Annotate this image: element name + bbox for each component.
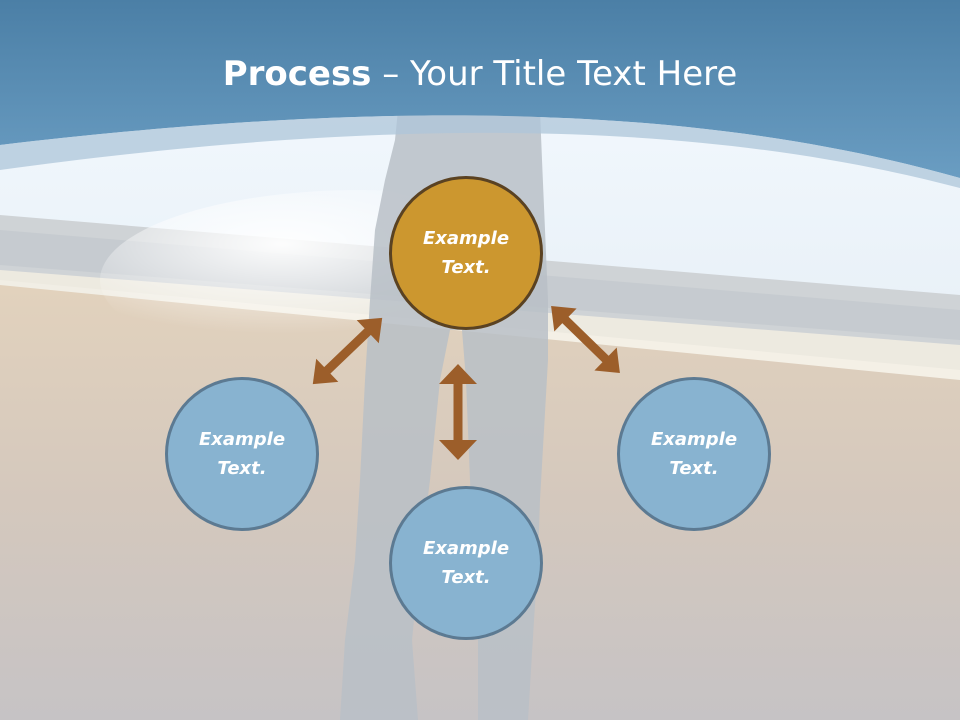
slide-title: Process – Your Title Text Here	[0, 50, 960, 98]
title-bold: Process	[222, 54, 372, 94]
title-rest: – Your Title Text Here	[371, 54, 738, 94]
